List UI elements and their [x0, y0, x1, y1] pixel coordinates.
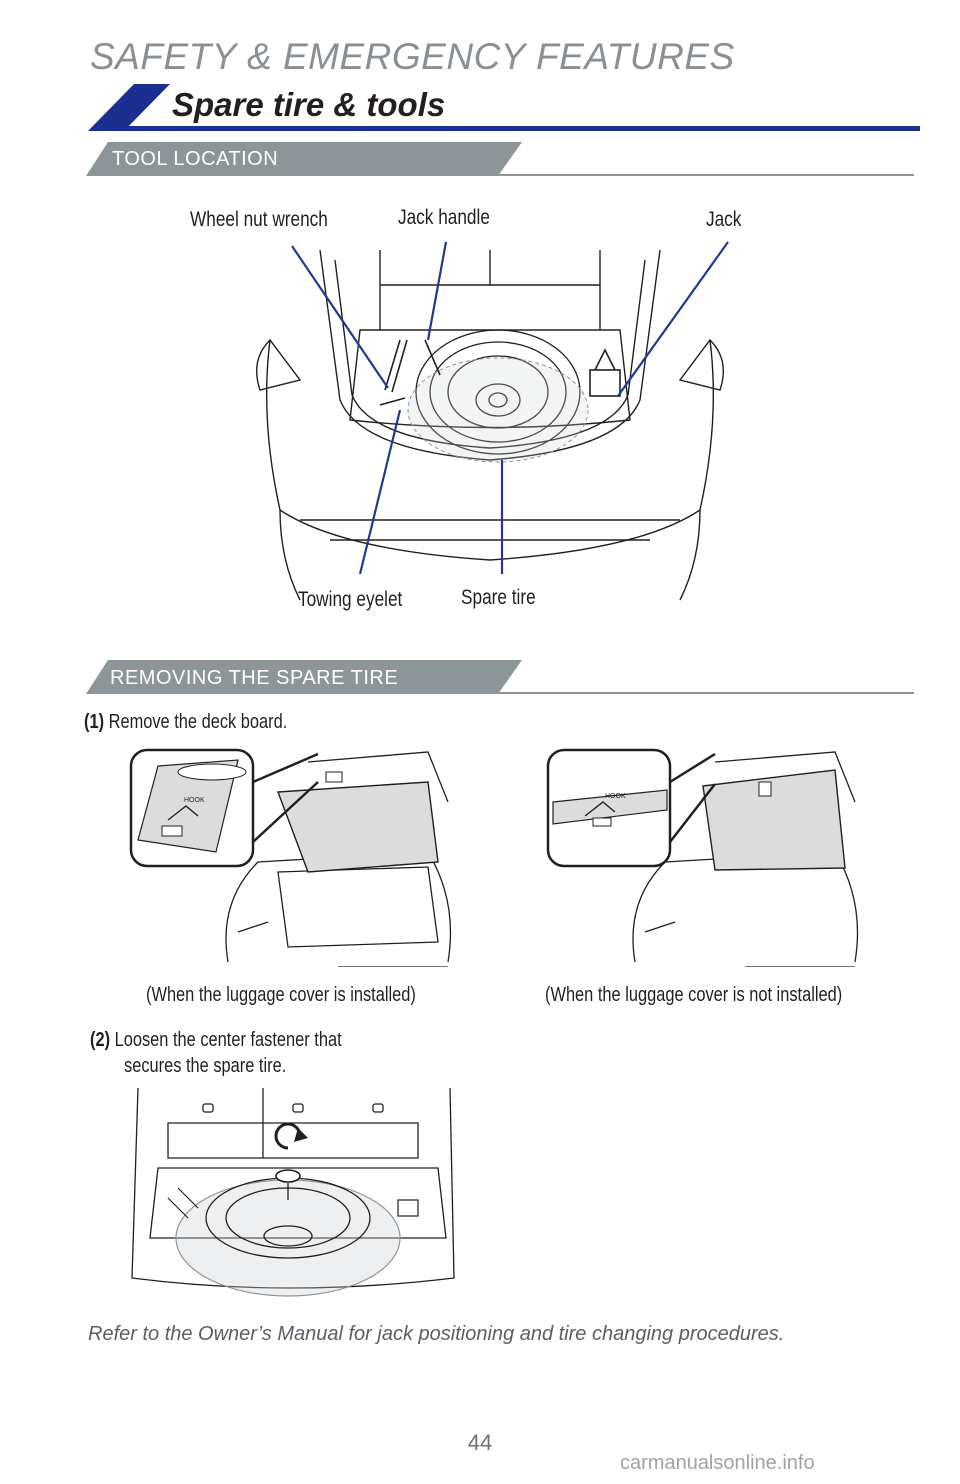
inset-hook-label-1: HOOK	[184, 797, 205, 804]
removing-spare-tire-tab	[86, 660, 914, 694]
inset-hook-label-2: HOOK	[605, 793, 626, 800]
callout-towing-eyelet: Towing eyelet	[298, 588, 403, 611]
deck-board-cover-not-installed-illustration: HOOK	[546, 748, 859, 967]
step-1-number: (1)	[84, 711, 105, 733]
chapter-title: SAFETY & EMERGENCY FEATURES	[90, 36, 735, 77]
caption-cover-installed: (When the luggage cover is installed)	[146, 984, 416, 1006]
section-header-bar	[88, 84, 920, 131]
callout-jack-handle: Jack handle	[398, 206, 490, 229]
callout-jack: Jack	[706, 208, 742, 231]
callout-wheel-nut-wrench: Wheel nut wrench	[190, 208, 328, 231]
watermark: carmanualsonline.info	[620, 1452, 815, 1474]
callout-lines	[291, 241, 729, 575]
section-title: Spare tire & tools	[172, 86, 446, 123]
page-number: 44	[467, 1430, 493, 1455]
step-2-number: (2)	[90, 1029, 111, 1051]
tool-location-header: TOOL LOCATION	[112, 148, 279, 170]
removing-spare-tire-header: REMOVING THE SPARE TIRE	[110, 667, 399, 689]
step-2: (2) Loosen the center fastener that	[90, 1028, 342, 1053]
tool-location-tab	[86, 142, 914, 176]
step-2-text-line-1: Loosen the center fastener that	[114, 1029, 342, 1051]
step-2-text-line-2: secures the spare tire.	[124, 1055, 287, 1077]
step-1-text: Remove the deck board.	[108, 711, 288, 733]
loosen-fastener-illustration	[131, 1088, 455, 1297]
callout-spare-tire: Spare tire	[461, 586, 536, 609]
caption-cover-not-installed: (When the luggage cover is not installed…	[545, 984, 843, 1006]
step-1: (1) Remove the deck board.	[84, 710, 287, 735]
footer-note: Refer to the Owner’s Manual for jack pos…	[88, 1323, 785, 1345]
tool-location-illustration	[256, 249, 724, 601]
deck-board-cover-installed-illustration: HOOK	[129, 748, 452, 967]
